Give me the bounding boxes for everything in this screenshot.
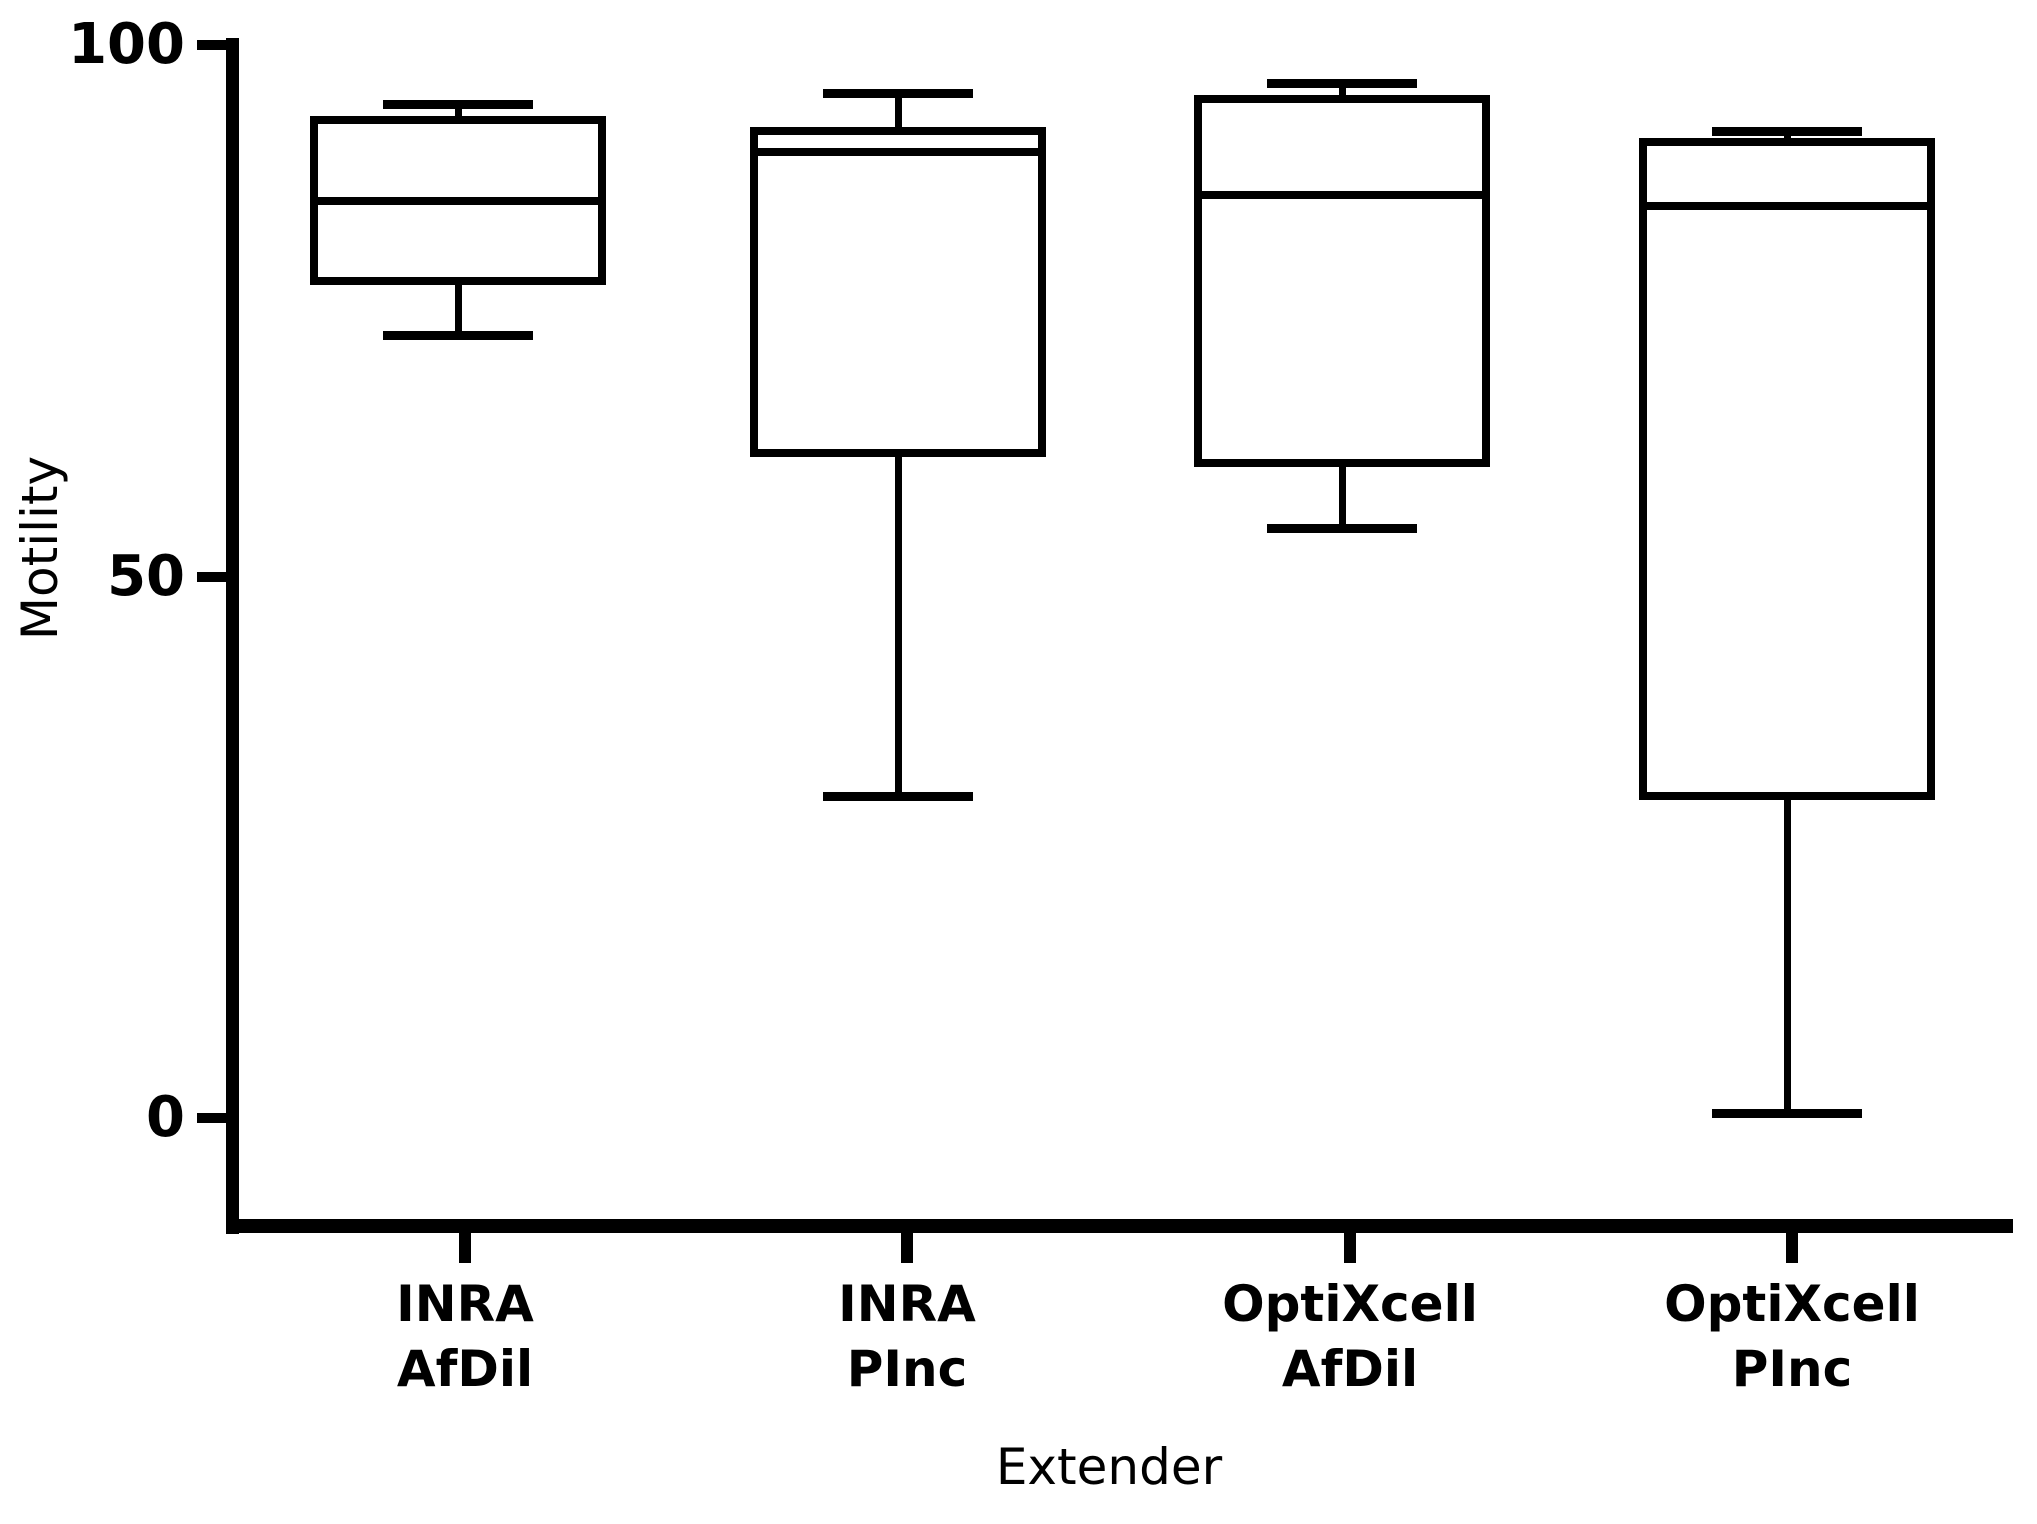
x-category-label-1: INRA AfDil bbox=[265, 1272, 665, 1402]
median-line bbox=[1194, 191, 1490, 199]
lower-whisker-cap bbox=[383, 331, 533, 340]
x-axis-title: Extender bbox=[995, 1438, 1223, 1496]
y-tick-label-100: 100 bbox=[68, 12, 185, 77]
x-category-label-2: INRA PInc bbox=[707, 1272, 1107, 1402]
x-category-label-4-line1: OptiXcell bbox=[1664, 1275, 1920, 1333]
x-tick-3 bbox=[1344, 1233, 1356, 1263]
x-category-label-3-line1: OptiXcell bbox=[1222, 1275, 1478, 1333]
lower-whisker-stem bbox=[1784, 796, 1791, 1113]
median-line bbox=[1639, 202, 1935, 210]
upper-whisker-stem bbox=[1784, 131, 1791, 142]
y-tick-50 bbox=[197, 572, 232, 582]
lower-whisker-cap bbox=[1712, 1109, 1862, 1118]
y-axis-title: Motility bbox=[11, 455, 69, 641]
x-category-label-1-line2: AfDil bbox=[396, 1340, 534, 1398]
lower-whisker-cap bbox=[823, 792, 973, 801]
box-rect bbox=[1639, 138, 1935, 800]
box-rect bbox=[1194, 95, 1490, 467]
lower-whisker-stem bbox=[1339, 463, 1346, 528]
y-tick-100 bbox=[197, 40, 232, 50]
upper-whisker-stem bbox=[1339, 83, 1346, 99]
x-category-label-1-line1: INRA bbox=[396, 1275, 534, 1333]
y-tick-0 bbox=[197, 1113, 232, 1123]
y-tick-label-50: 50 bbox=[107, 544, 185, 609]
x-category-label-2-line2: PInc bbox=[846, 1340, 968, 1398]
x-category-label-4-line2: PInc bbox=[1731, 1340, 1853, 1398]
x-tick-4 bbox=[1786, 1233, 1798, 1263]
lower-whisker-stem bbox=[455, 281, 462, 335]
x-category-label-3: OptiXcell AfDil bbox=[1150, 1272, 1550, 1402]
x-category-label-3-line2: AfDil bbox=[1281, 1340, 1419, 1398]
upper-whisker-stem bbox=[895, 93, 902, 131]
median-line bbox=[750, 148, 1046, 156]
upper-whisker-stem bbox=[455, 104, 462, 120]
x-tick-1 bbox=[459, 1233, 471, 1263]
x-tick-2 bbox=[901, 1233, 913, 1263]
lower-whisker-cap bbox=[1267, 524, 1417, 533]
y-tick-label-0: 0 bbox=[146, 1085, 185, 1150]
lower-whisker-stem bbox=[895, 453, 902, 796]
y-axis-line bbox=[226, 38, 239, 1234]
x-axis-line bbox=[226, 1219, 2013, 1233]
median-line bbox=[310, 197, 606, 205]
x-category-label-2-line1: INRA bbox=[838, 1275, 976, 1333]
box-rect bbox=[750, 127, 1046, 457]
x-category-label-4: OptiXcell PInc bbox=[1592, 1272, 1992, 1402]
